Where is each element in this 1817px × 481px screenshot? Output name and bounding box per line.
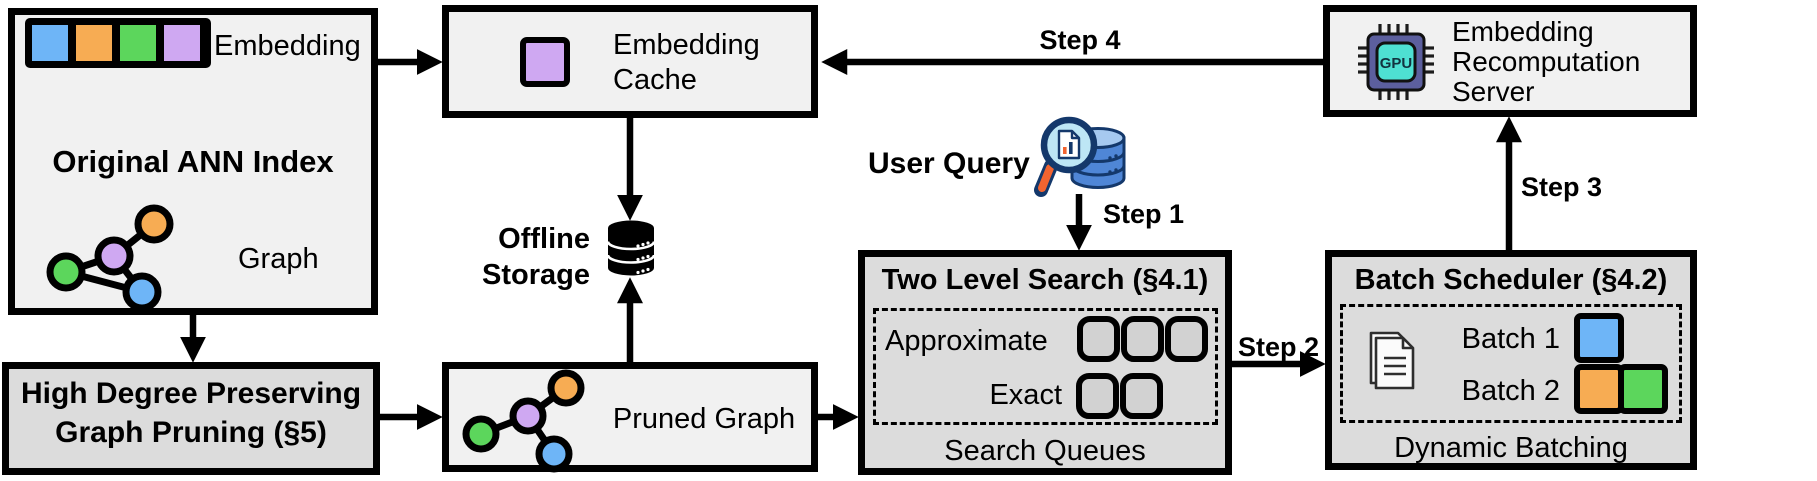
embedding-cache-label: Embedding Cache [613,29,760,96]
embedding-cell-orange [76,25,112,61]
offline-storage-database-icon [606,220,656,276]
search-queues-dashed-region [873,308,1218,425]
dynamic-batching-label: Dynamic Batching [1394,432,1628,464]
embedding-label: Embedding [214,30,361,62]
queue-slot [1165,316,1208,362]
queue-slot [1120,373,1163,419]
original-graph-icon [46,204,174,312]
approximate-label: Approximate [885,325,1048,357]
step2-label: Step 2 [1238,332,1320,362]
batch1-label: Batch 1 [1461,323,1560,355]
cached-embedding-swatch [520,37,570,87]
batch1-swatch-blue [1574,313,1624,363]
graph-node-purple [509,397,547,435]
document-in-lens [1057,129,1081,160]
graph-node-green [46,252,86,292]
dynamic-batching-dashed-region [1340,304,1682,423]
gpu-chip-icon: GPU [1358,24,1434,100]
embedding-vector-strip [25,18,211,68]
exact-label: Exact [989,379,1062,411]
gpu-chip-text: GPU [1380,55,1413,72]
pruned-graph-box [442,362,818,472]
embedding-cell-blue [32,25,68,61]
two-level-search-box [858,250,1232,475]
embedding-cache-box [442,5,818,118]
batch-scheduler-title: Batch Scheduler (§4.2) [1354,264,1668,296]
graph-node-purple [94,236,134,276]
recomputation-server-label: Embedding Recomputation Server [1452,16,1641,107]
queue-slot [1076,373,1119,419]
embedding-cell-green [120,25,156,61]
graph-node-blue [122,272,162,312]
step1-label: Step 1 [1103,199,1185,229]
magnifier-icon [1034,116,1098,197]
batch2-swatch-orange [1574,364,1624,414]
two-level-search-title: Two Level Search (§4.1) [881,264,1209,296]
graph-node-blue [535,435,573,473]
batch2-label: Batch 2 [1461,375,1560,407]
original-ann-index-title: Original ANN Index [52,144,334,179]
documents-stack-icon [1369,331,1415,390]
step4-label: Step 4 [1039,25,1121,55]
graph-node-orange [547,369,585,407]
graph-label: Graph [238,243,319,275]
graph-pruning-box [2,362,380,475]
pruned-graph-icon [462,369,585,473]
offline-storage-label: Offline Storage [482,223,590,291]
queue-slot [1121,316,1164,362]
queue-slot [1077,316,1120,362]
pruned-graph-label: Pruned Graph [612,403,796,435]
embedding-cell-purple [164,25,200,61]
user-query-search-database-icon [1034,116,1126,197]
graph-node-orange [134,204,174,244]
search-queues-label: Search Queues [944,435,1146,467]
graph-node-green [462,415,500,453]
user-query-label: User Query [868,147,1030,180]
graph-pruning-label: High Degree Preserving Graph Pruning (§5… [20,377,362,449]
batch2-swatch-green [1618,364,1668,414]
batch2-swatches [1574,364,1668,414]
step3-label: Step 3 [1521,172,1603,202]
